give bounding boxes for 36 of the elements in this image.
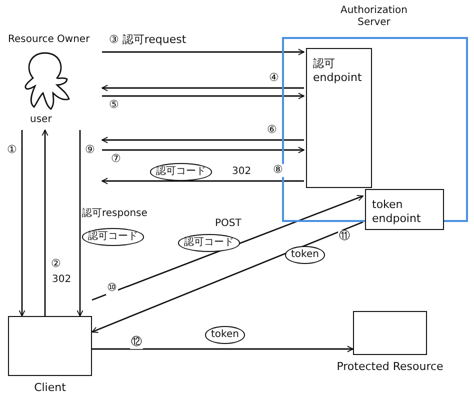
endpoint-name: token endpoint <box>372 198 422 227</box>
arrow <box>102 84 304 92</box>
step-label: ⑩ <box>106 282 118 295</box>
note-label: 302 <box>52 274 72 286</box>
arrow <box>102 48 304 56</box>
circled-note: token <box>205 326 245 344</box>
component-name: Client <box>34 382 66 395</box>
role-label: user <box>30 114 52 126</box>
endpoint-name: 認可 endpoint <box>313 57 363 86</box>
step-label: ⑧ <box>272 164 284 177</box>
arrow <box>92 194 364 301</box>
note-label: 302 <box>232 166 252 178</box>
circled-note: 認可コード <box>82 228 144 246</box>
arrow <box>76 130 84 316</box>
component-box <box>353 311 427 355</box>
arrow <box>102 92 304 100</box>
endpoint-box <box>306 48 372 188</box>
arrow <box>92 346 354 352</box>
arrow <box>18 130 26 316</box>
note-label: 認可response <box>82 208 148 220</box>
endpoint-box <box>365 189 444 230</box>
arrow <box>102 178 304 184</box>
server-title: Authorization Server <box>340 5 408 28</box>
step-label: ③ 認可request <box>108 34 188 47</box>
note-label: POST <box>215 218 242 230</box>
circled-note: 認可コード <box>178 234 240 252</box>
step-label: ⑫ <box>130 336 143 349</box>
actor-name: Resource Owner <box>8 34 90 46</box>
arrow <box>102 146 304 154</box>
step-label: ⑪ <box>338 230 351 243</box>
circled-note: 認可コード <box>150 163 212 180</box>
component-name: Protected Resource <box>336 361 444 374</box>
circled-note: token <box>285 246 325 264</box>
arrow <box>42 130 48 316</box>
arrow <box>102 136 304 144</box>
component-box <box>8 316 92 376</box>
